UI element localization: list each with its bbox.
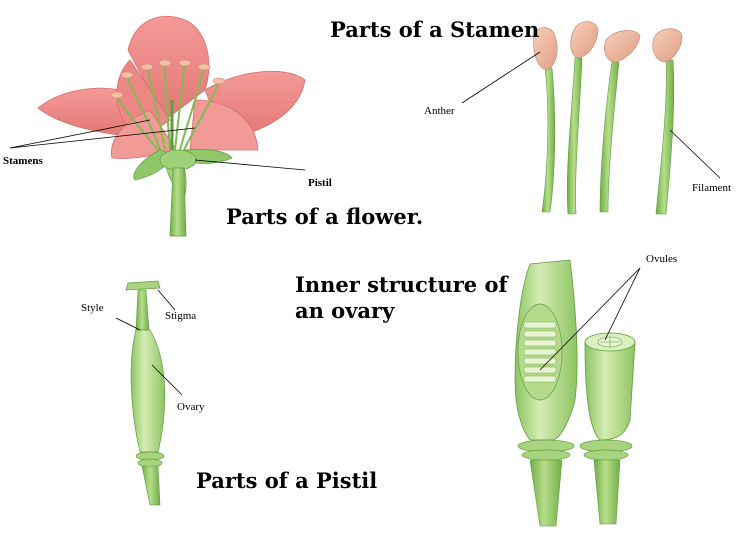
stamen-title: Parts of a Stamen <box>330 17 540 42</box>
stamen-leader-lines <box>461 51 721 179</box>
pistil-illustration <box>125 280 166 506</box>
label-ovules: Ovules <box>646 253 678 265</box>
label-stamens: Stamens <box>3 155 43 167</box>
flower-title: Parts of a flower. <box>226 204 424 229</box>
ovary-title-line1: Inner structure of <box>295 272 508 297</box>
label-pistil: Pistil <box>308 177 332 189</box>
ovary-title-line2: an ovary <box>295 298 395 323</box>
pistil-title: Parts of a Pistil <box>196 468 378 493</box>
flower-illustration <box>37 15 306 237</box>
label-stigma: Stigma <box>165 310 197 322</box>
ovary-cross-section-right <box>579 332 636 525</box>
stamen-illustrations <box>533 21 683 215</box>
ovary-leader-lines <box>539 267 641 371</box>
pistil-leader-lines <box>115 289 183 396</box>
flower-leader-lines <box>9 119 306 171</box>
label-anther: Anther <box>424 105 455 117</box>
label-filament: Filament <box>692 182 732 194</box>
ovary-cross-section-left <box>514 259 578 527</box>
label-ovary: Ovary <box>177 401 205 413</box>
label-style: Style <box>81 302 104 314</box>
